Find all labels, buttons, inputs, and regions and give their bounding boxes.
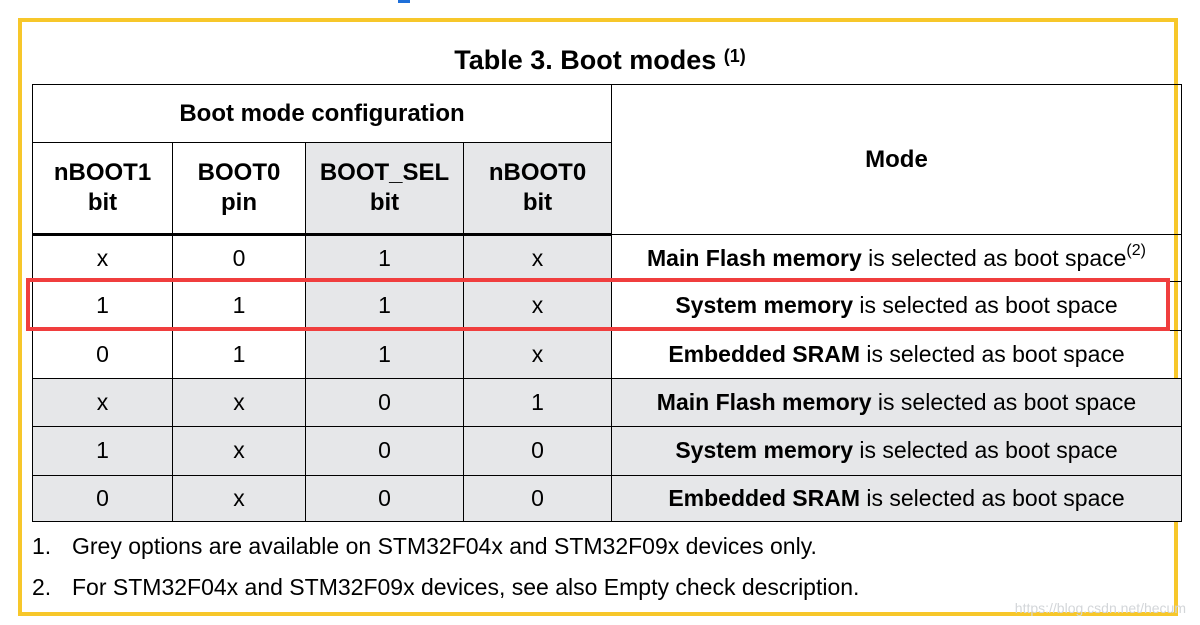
table-cell-boot0: 1 [172, 329, 306, 379]
table-cell-boot0: 0 [172, 233, 306, 283]
mode-memory-name: System memory [675, 292, 854, 319]
mode-description: is selected as boot space [860, 484, 1125, 511]
column-header-kind: bit [522, 189, 553, 216]
table-cell-boot-sel: 1 [305, 329, 464, 379]
table-cell-boot0: x [172, 474, 306, 523]
table-cell-nboot1: 1 [32, 281, 173, 331]
column-header-kind: pin [221, 189, 257, 216]
caption-text: Table 3. Boot modes [454, 45, 717, 75]
mode-cell: Main Flash memory is selected as boot sp… [611, 377, 1182, 428]
table-cell-nboot1: 0 [32, 474, 173, 523]
table-cell-nboot1: x [32, 377, 173, 428]
mode-cell: Embedded SRAM is selected as boot space [611, 329, 1182, 379]
mode-memory-name: Main Flash memory [647, 244, 862, 271]
table-cell-boot-sel: 0 [305, 426, 464, 476]
table-cell-nboot0: x [463, 233, 612, 283]
column-header-name: BOOT0 [197, 159, 281, 186]
mode-description: is selected as boot space [853, 437, 1118, 464]
group-header-cell: Boot mode configuration [32, 84, 612, 143]
cropped-heading-fragment [398, 0, 410, 3]
watermark-url: https://blog.csdn.net/hecum [1014, 600, 1186, 616]
footnote-text: For STM32F04x and STM32F09x devices, see… [72, 574, 860, 600]
column-header-nboot0: nBOOT0 bit [463, 142, 612, 236]
table-cell-nboot0: x [463, 281, 612, 331]
mode-cell: System memory is selected as boot space [611, 426, 1182, 476]
mode-memory-name: Embedded SRAM [668, 340, 860, 367]
footnote-number: 1. [32, 533, 52, 559]
table-cell-boot-sel: 1 [305, 233, 464, 283]
table-cell-boot-sel: 0 [305, 474, 464, 523]
table-cell-boot0: 1 [172, 281, 306, 331]
column-header-kind: bit [87, 189, 118, 216]
table-cell-nboot0: x [463, 329, 612, 379]
column-header-kind: bit [369, 189, 400, 216]
table-cell-boot-sel: 0 [305, 377, 464, 428]
table-cell-boot0: x [172, 426, 306, 476]
mode-header-cell: Mode [611, 84, 1182, 235]
table-cell-nboot1: 0 [32, 329, 173, 379]
mode-description: is selected as boot space [861, 244, 1127, 271]
mode-footnote-ref: (2) [1126, 241, 1146, 259]
mode-memory-name: System memory [675, 437, 854, 464]
table-cell-nboot0: 0 [463, 474, 612, 523]
mode-cell: System memory is selected as boot space [611, 281, 1182, 331]
table-caption: Table 3. Boot modes (1) [0, 44, 1200, 76]
column-header-nboot1: nBOOT1 bit [32, 142, 173, 236]
mode-cell: Main Flash memory is selected as boot sp… [611, 233, 1182, 283]
table-cell-boot-sel: 1 [305, 281, 464, 331]
caption-footnote-ref: (1) [723, 46, 746, 66]
footnote-number: 2. [32, 574, 52, 600]
mode-memory-name: Main Flash memory [656, 389, 872, 416]
mode-description: is selected as boot space [871, 389, 1137, 416]
table-cell-boot0: x [172, 377, 306, 428]
header-row-group: Boot mode configuration Mode [32, 84, 1182, 235]
table-cell-nboot1: 1 [32, 426, 173, 476]
mode-cell: Embedded SRAM is selected as boot space [611, 474, 1182, 523]
column-header-name: nBOOT1 [53, 159, 152, 186]
mode-memory-name: Embedded SRAM [668, 484, 860, 511]
footnote-text: Grey options are available on STM32F04x … [72, 533, 817, 559]
mode-description: is selected as boot space [860, 340, 1125, 367]
table-cell-nboot0: 1 [463, 377, 612, 428]
column-header-name: nBOOT0 [488, 159, 587, 186]
table-cell-nboot0: 0 [463, 426, 612, 476]
column-header-boot0: BOOT0 pin [172, 142, 306, 236]
mode-description: is selected as boot space [853, 292, 1118, 319]
top-strip [0, 0, 1200, 18]
column-header-name: BOOT_SEL [319, 159, 450, 186]
table-cell-nboot1: x [32, 233, 173, 283]
